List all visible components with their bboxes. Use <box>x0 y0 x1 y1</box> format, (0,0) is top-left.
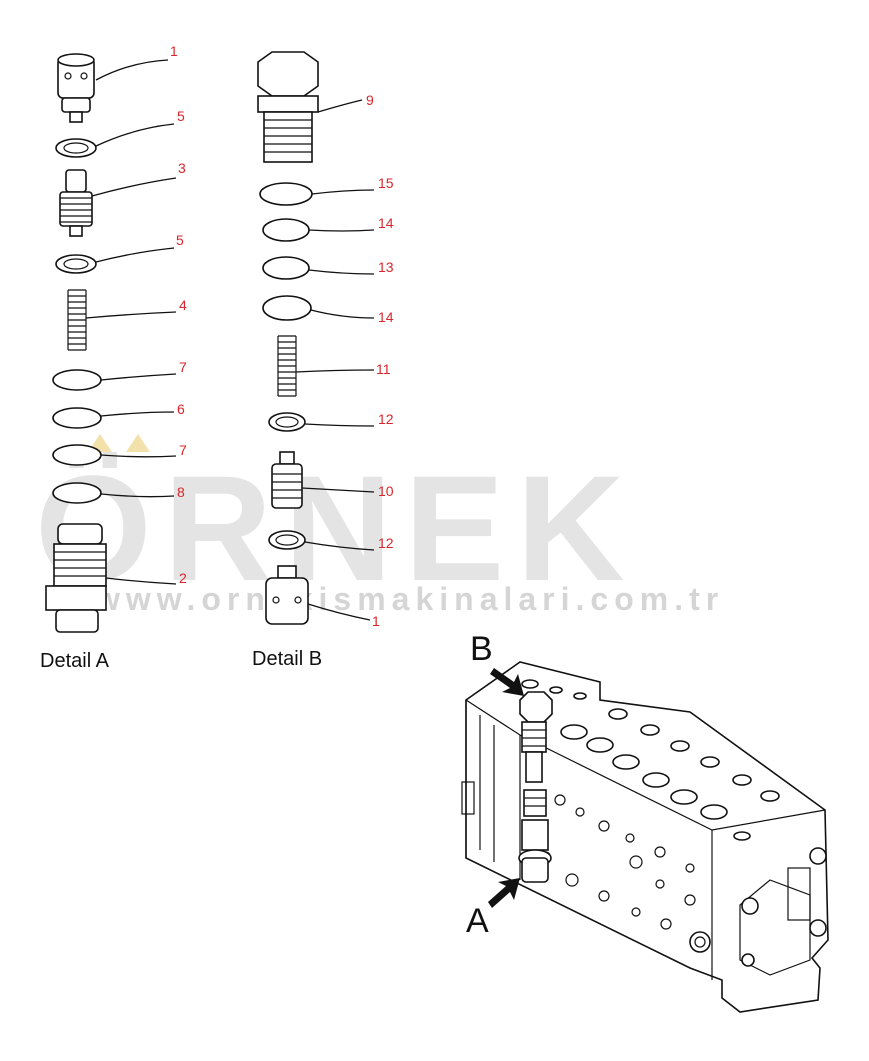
detail-a-parts <box>45 53 107 633</box>
control-valve-assembly <box>461 661 829 1013</box>
part-hex-plug-9 <box>257 51 319 163</box>
part-spring-4 <box>67 289 87 351</box>
callout-b-12-bottom: 12 <box>378 535 394 551</box>
watermark: ÖRNEK www.ornekismakinalari.com.tr <box>35 434 724 617</box>
front-face-ports <box>541 794 696 930</box>
callout-a-4: 4 <box>179 297 187 313</box>
detail-b-label: Detail B <box>252 648 322 670</box>
callout-b-1: 1 <box>372 613 380 629</box>
callout-a-5-bottom: 5 <box>176 232 184 248</box>
callout-b-11: 11 <box>376 361 391 377</box>
leader-lines <box>85 59 375 621</box>
watermark-url: www.ornekismakinalari.com.tr <box>94 581 724 617</box>
part-ring-5-top <box>55 138 97 158</box>
part-spool-3 <box>59 169 93 237</box>
callout-b-14-top: 14 <box>378 215 394 231</box>
part-oring-6 <box>52 407 102 429</box>
callout-b-12-top: 12 <box>378 411 394 427</box>
part-oring-13 <box>262 256 310 280</box>
part-ring-12-bottom <box>268 530 306 550</box>
callout-b-9: 9 <box>366 92 374 108</box>
part-plug-b <box>265 565 309 625</box>
callout-a-7-bottom: 7 <box>179 442 187 458</box>
detail-a-label: Detail A <box>40 650 110 672</box>
callout-a-6: 6 <box>177 401 185 417</box>
part-valve-body-2 <box>45 523 107 633</box>
callout-a-2: 2 <box>179 570 187 586</box>
block-ports <box>521 679 780 841</box>
arrow-b <box>490 668 524 696</box>
installed-valve-stack <box>518 691 553 883</box>
callout-a-7-top: 7 <box>179 359 187 375</box>
detail-b-parts <box>257 51 319 625</box>
part-spring-11 <box>277 335 297 397</box>
part-oring-14-bottom <box>262 295 312 321</box>
view-label-a: A <box>466 902 489 940</box>
detail-a-callouts: 1 5 3 5 4 7 6 7 8 2 <box>170 43 187 586</box>
callout-a-5-top: 5 <box>177 108 185 124</box>
part-ring-5-bottom <box>55 254 97 274</box>
arrow-a <box>488 878 520 908</box>
part-ring-12-top <box>268 412 306 432</box>
part-oring-7-top <box>52 369 102 391</box>
watermark-brand: ÖRNEK <box>35 444 637 612</box>
callout-b-13: 13 <box>378 259 394 275</box>
callout-b-14-bottom: 14 <box>378 309 394 325</box>
callout-a-8: 8 <box>177 484 185 500</box>
part-oring-14-top <box>262 218 310 242</box>
callout-a-3: 3 <box>178 160 186 176</box>
detail-b-callouts: 9 15 14 13 14 11 12 10 12 1 <box>366 92 394 629</box>
watermark-accent <box>88 434 150 452</box>
part-plug-a <box>57 53 95 123</box>
callout-a-1: 1 <box>170 43 178 59</box>
part-oring-15 <box>259 182 313 206</box>
part-spool-10 <box>271 451 303 509</box>
part-oring-7-bottom <box>52 444 102 466</box>
part-oring-8 <box>52 482 102 504</box>
callout-b-15: 15 <box>378 175 394 191</box>
callout-b-10: 10 <box>378 483 394 499</box>
view-label-b: B <box>470 630 493 668</box>
